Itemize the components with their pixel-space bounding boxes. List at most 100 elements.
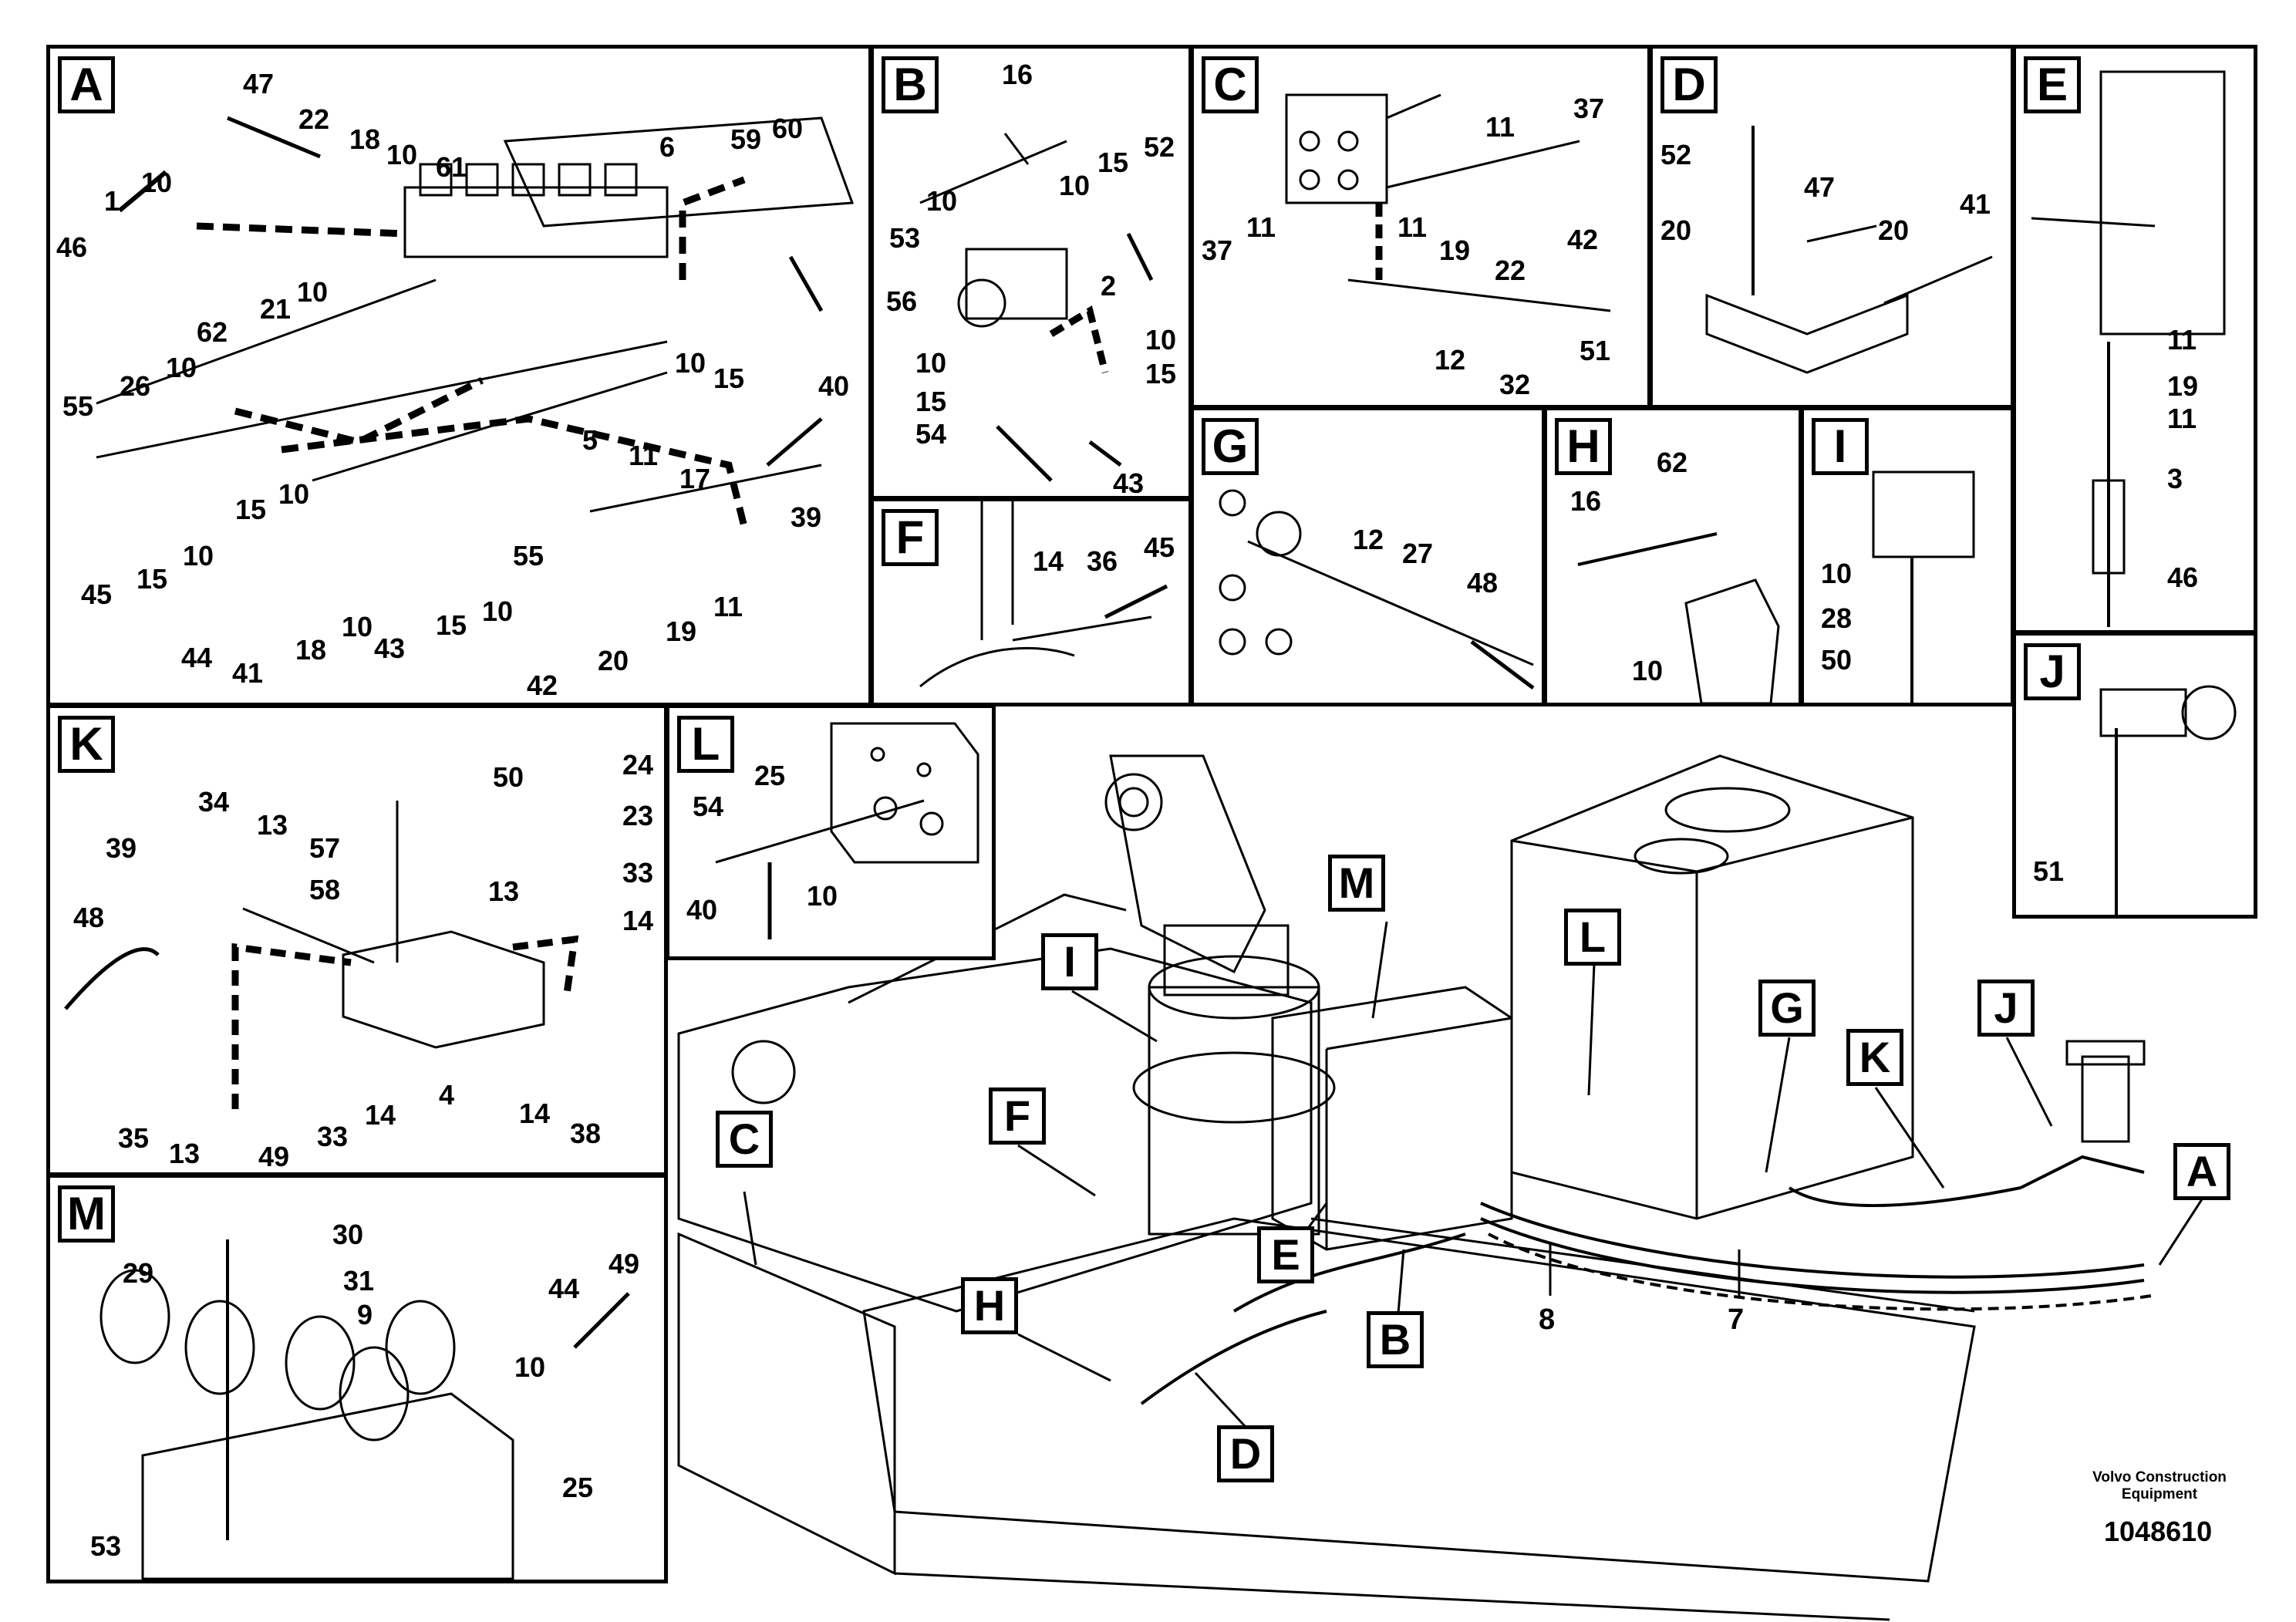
L-part-54: 54 (693, 791, 724, 822)
panel-D: D 52 20 47 41 20 (1649, 45, 2014, 409)
manufacturer-credit: Volvo Construction Equipment (2075, 1469, 2244, 1503)
panel-F-label: F (882, 509, 939, 566)
panel-M-drawing (99, 1239, 630, 1580)
callout-J[interactable]: J (1977, 980, 2035, 1037)
A-part-26: 26 (120, 370, 151, 402)
panel-C-label: C (1202, 56, 1259, 113)
D-part-41: 41 (1960, 188, 1991, 220)
A-part-20: 20 (598, 645, 629, 676)
panel-K-drawing (64, 801, 579, 1109)
C-part-11b: 11 (1246, 211, 1276, 243)
K-part-33: 33 (622, 857, 654, 889)
C-part-11c: 11 (1397, 211, 1428, 243)
H-part-10: 10 (1632, 655, 1664, 686)
panel-G-drawing (1219, 489, 1535, 690)
callout-B[interactable]: B (1367, 1311, 1424, 1368)
panel-I: I 10 28 50 (1800, 406, 2014, 706)
K-part-24: 24 (622, 749, 654, 781)
callout-A[interactable]: A (2173, 1143, 2230, 1200)
B-part-53: 53 (889, 222, 921, 254)
callout-D[interactable]: D (1217, 1425, 1274, 1482)
G-part-27: 27 (1402, 538, 1434, 569)
B-part-10b: 10 (1059, 170, 1091, 201)
E-part-46: 46 (2167, 561, 2199, 593)
callout-H[interactable]: H (961, 1277, 1018, 1334)
C-part-37: 37 (1573, 93, 1605, 124)
panel-G: G 12 27 48 (1190, 406, 1546, 706)
H-part-62: 62 (1657, 447, 1688, 478)
A-part-40: 40 (818, 370, 850, 402)
B-part-15b: 15 (915, 386, 947, 417)
callout-M[interactable]: M (1328, 855, 1385, 912)
H-part-16: 16 (1570, 485, 1602, 517)
A-part-19: 19 (666, 615, 697, 647)
K-part-38: 38 (570, 1118, 602, 1149)
callout-L[interactable]: L (1564, 909, 1621, 966)
G-part-48: 48 (1467, 567, 1499, 599)
M-part-25: 25 (562, 1472, 594, 1503)
D-part-52: 52 (1660, 139, 1692, 170)
F-part-14: 14 (1033, 545, 1064, 577)
K-part-57: 57 (309, 832, 341, 864)
E-part-19: 19 (2167, 370, 2199, 402)
C-part-32: 32 (1499, 369, 1531, 400)
callout-G[interactable]: G (1758, 980, 1816, 1037)
B-part-54: 54 (915, 418, 947, 450)
panel-I-label: I (1812, 418, 1869, 475)
K-part-14b: 14 (365, 1099, 396, 1131)
M-part-30: 30 (332, 1219, 364, 1250)
panel-I-drawing (1872, 470, 1975, 703)
overview-item-7: 7 (1728, 1303, 1745, 1336)
A-part-11: 11 (629, 440, 659, 471)
callout-C[interactable]: C (716, 1111, 773, 1168)
K-part-39: 39 (106, 832, 137, 864)
K-part-58: 58 (309, 874, 341, 905)
overview-item-8: 8 (1539, 1303, 1556, 1336)
L-part-10: 10 (807, 880, 838, 912)
panel-B-label: B (882, 56, 939, 113)
A-part-21: 21 (260, 293, 292, 325)
M-part-53: 53 (90, 1530, 122, 1562)
A-part-46: 46 (56, 231, 88, 263)
M-part-9: 9 (357, 1299, 373, 1330)
callout-F[interactable]: F (989, 1088, 1046, 1145)
A-part-42: 42 (527, 669, 558, 701)
A-part-47: 47 (243, 68, 275, 99)
A-part-62: 62 (197, 316, 228, 348)
panel-C-drawing (1285, 93, 1611, 312)
D-part-47: 47 (1804, 171, 1836, 203)
C-part-37b: 37 (1202, 234, 1233, 266)
A-part-18: 18 (349, 123, 381, 155)
credit-line-1: Volvo Construction (2092, 1469, 2227, 1485)
panel-A: A 47 22 18 10 61 6 59 60 1 10 46 (46, 45, 872, 706)
B-part-43: 43 (1113, 467, 1145, 499)
E-part-11b: 11 (2167, 403, 2197, 434)
A-part-45: 45 (81, 578, 113, 610)
I-part-10: 10 (1821, 558, 1853, 589)
A-part-15d: 15 (436, 609, 467, 641)
A-part-10h: 10 (342, 611, 373, 642)
C-part-11: 11 (1485, 111, 1515, 143)
D-part-20b: 20 (1878, 214, 1910, 246)
I-part-50: 50 (1821, 644, 1853, 676)
callout-K[interactable]: K (1846, 1029, 1903, 1086)
G-part-12: 12 (1353, 524, 1384, 555)
panel-K: K 50 24 34 23 39 13 57 33 58 13 14 48 35… (46, 704, 668, 1176)
A-part-5: 5 (582, 424, 598, 456)
callout-E[interactable]: E (1257, 1226, 1314, 1283)
A-part-15c: 15 (137, 563, 168, 595)
A-part-41: 41 (232, 657, 264, 689)
panel-H-drawing (1577, 532, 1780, 703)
A-part-59: 59 (730, 123, 762, 155)
C-part-12: 12 (1435, 344, 1466, 376)
callout-I[interactable]: I (1041, 933, 1098, 990)
B-part-15: 15 (1097, 147, 1129, 178)
K-part-14: 14 (622, 905, 654, 936)
K-part-48: 48 (73, 902, 105, 933)
E-part-11: 11 (2167, 324, 2197, 356)
K-part-14c: 14 (519, 1098, 551, 1129)
B-part-2: 2 (1101, 270, 1117, 302)
F-part-36: 36 (1087, 545, 1118, 577)
panel-D-label: D (1660, 56, 1718, 113)
A-part-55: 55 (62, 390, 94, 422)
